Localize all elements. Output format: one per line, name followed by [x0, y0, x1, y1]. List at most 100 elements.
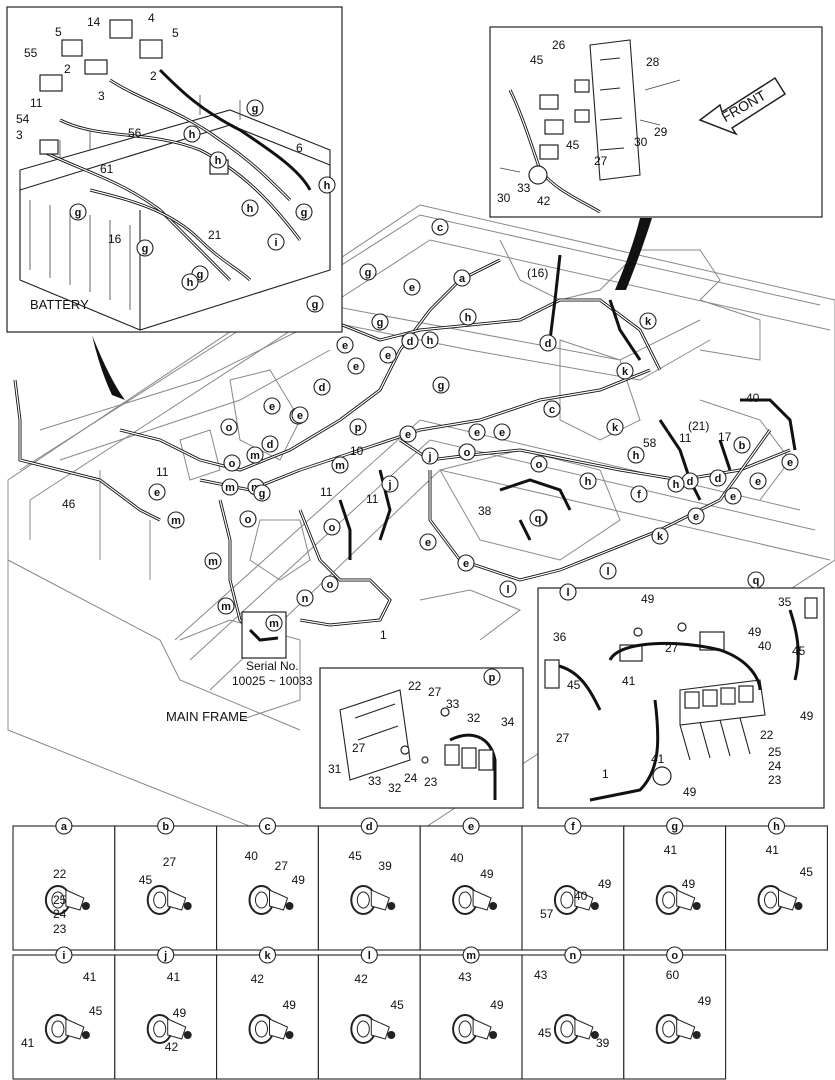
callout: 22 [760, 728, 774, 742]
circle-letter: k [622, 366, 629, 378]
callout: 6 [296, 141, 303, 155]
circle-letter: h [773, 821, 780, 833]
circle-letter: e [474, 427, 480, 439]
detail-part-number: 40 [574, 889, 588, 903]
callout: 17 [718, 430, 732, 444]
detail-part-number: 23 [53, 922, 67, 936]
callout: 42 [537, 194, 551, 208]
main-circle-marker: e [336, 336, 354, 354]
main-circle-marker: o [239, 510, 257, 528]
battery-circle-marker: h [183, 125, 201, 143]
main-circle-marker: d [539, 334, 557, 352]
circle-letter: h [465, 312, 472, 324]
p-callouts: 22 27 33 32 34 31 27 33 32 24 23 [328, 679, 515, 795]
callout: 22 [408, 679, 422, 693]
callout: 23 [424, 775, 438, 789]
detail-part-number: 24 [53, 907, 67, 921]
circle-letter: o [327, 579, 334, 591]
callout: 5 [55, 25, 62, 39]
callout: 49 [641, 592, 655, 606]
circle-letter: h [427, 335, 434, 347]
main-circle-marker: k [639, 312, 657, 330]
main-circle-marker: o [321, 575, 339, 593]
circle-letter: p [489, 672, 496, 684]
callout: 30 [634, 135, 648, 149]
battery-pointer [92, 335, 125, 400]
battery-circle-marker: h [209, 151, 227, 169]
callout: 40 [758, 639, 772, 653]
main-circle-marker: k [651, 527, 669, 545]
circle-letter: e [297, 410, 303, 422]
battery-circle-marker: h [241, 199, 259, 217]
detail-letter-f: f [564, 817, 582, 835]
circle-letter: e [499, 427, 505, 439]
circle-letter: h [187, 277, 194, 289]
detail-part-number: 45 [348, 849, 362, 863]
detail-part-number: 27 [275, 859, 289, 873]
circle-letter: g [301, 207, 308, 219]
detail-letter-o: o [666, 946, 684, 964]
main-circle-marker: j [381, 475, 399, 493]
circle-letter: i [62, 950, 65, 962]
detail-letter-i: i [55, 946, 73, 964]
circle-letter: d [715, 473, 722, 485]
circle-letter: a [459, 273, 466, 285]
callout: 45 [567, 678, 581, 692]
circle-letter: e [787, 457, 793, 469]
detail-part-number: 42 [354, 972, 368, 986]
detail-q-tab: q [747, 571, 765, 589]
detail-p-inset [319, 667, 524, 809]
circle-letter: c [549, 404, 555, 416]
main-circle-marker: e [263, 397, 281, 415]
circle-letter: m [269, 618, 279, 630]
circle-letter: o [464, 447, 471, 459]
circle-letter: e [755, 476, 761, 488]
callout: (21) [688, 419, 709, 433]
detail-part-number: 49 [283, 998, 297, 1012]
circle-letter: l [566, 587, 569, 599]
callout: 33 [368, 774, 382, 788]
callout: 1 [602, 767, 609, 781]
callout: 49 [800, 709, 814, 723]
main-circle-marker: g [306, 295, 324, 313]
detail-part-number: 41 [664, 843, 678, 857]
detail-part-number: 43 [534, 968, 548, 982]
circle-letter: e [468, 821, 474, 833]
callout: 41 [622, 674, 636, 688]
circle-letter: i [274, 237, 277, 249]
main-circle-marker: o [323, 518, 341, 536]
circle-letter: g [259, 488, 266, 500]
callout: 23 [768, 773, 782, 787]
bracket-inset [489, 26, 823, 218]
front-arrow [698, 76, 787, 136]
circle-letter: l [606, 566, 609, 578]
detail-part-number: 45 [139, 873, 153, 887]
circle-letter: e [154, 487, 160, 499]
callout: 33 [517, 181, 531, 195]
battery-circle-marker: g [295, 203, 313, 221]
callout: 16 [108, 232, 122, 246]
circle-letter: e [463, 558, 469, 570]
main-circle-marker: g [253, 484, 271, 502]
main-circle-marker: k [606, 418, 624, 436]
serial-label: Serial No. [246, 659, 299, 673]
callout: 25 [768, 745, 782, 759]
circle-letter: q [753, 575, 760, 587]
callout: 2 [64, 62, 71, 76]
circle-letter: h [633, 450, 640, 462]
detail-letter-j: j [157, 946, 175, 964]
main-circle-marker: q [529, 509, 547, 527]
callout: 24 [768, 759, 782, 773]
circle-letter: g [365, 267, 372, 279]
circle-letter: d [319, 382, 326, 394]
detail-letter-m: m [462, 946, 480, 964]
circle-letter: q [535, 513, 542, 525]
detail-part-number: 49 [490, 998, 504, 1012]
main-circle-marker: h [667, 475, 685, 493]
main-circle-marker: l [559, 583, 577, 601]
